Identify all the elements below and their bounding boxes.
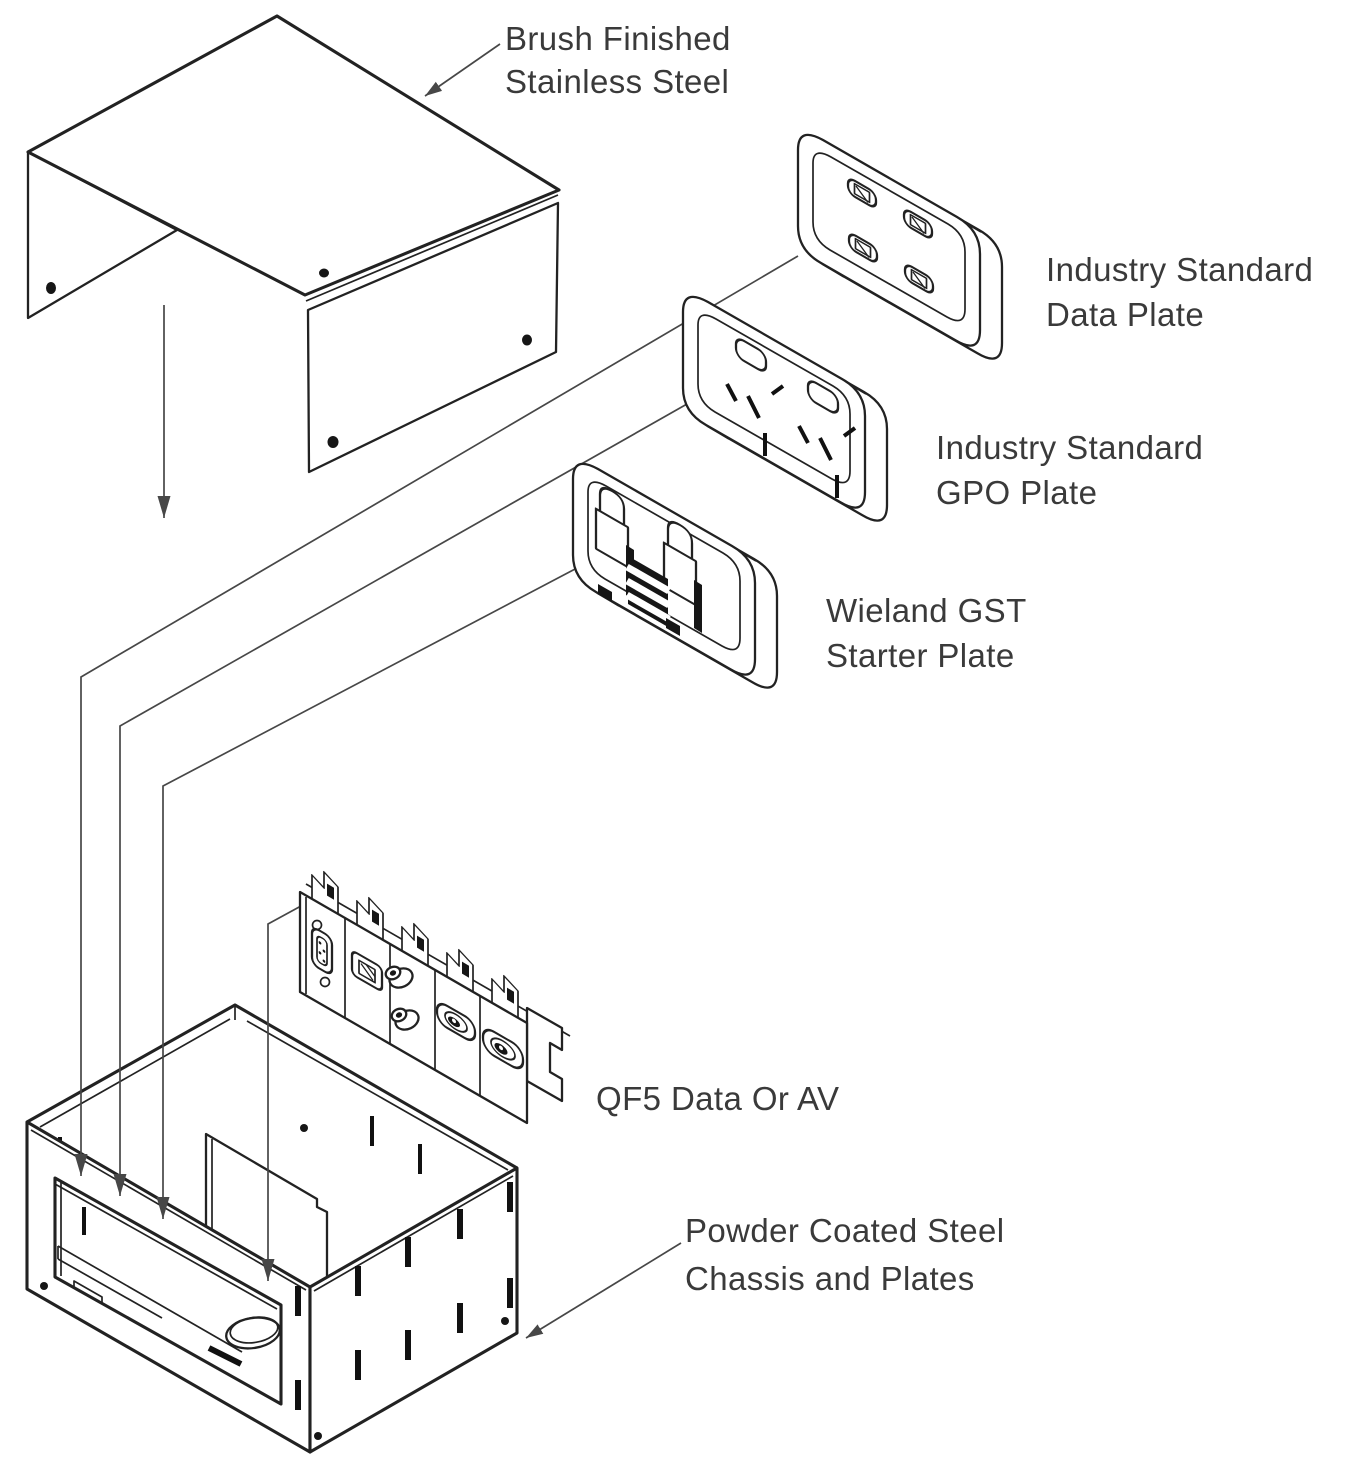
cover-screw-hole bbox=[327, 436, 339, 448]
data-plate-face bbox=[796, 133, 982, 347]
chassis-label: Chassis and Plates bbox=[685, 1260, 975, 1297]
projection-line-data-plate bbox=[74, 255, 799, 1176]
chassis-label-leader bbox=[525, 1242, 682, 1339]
cover-top-face bbox=[26, 14, 561, 297]
labels: Brush Finished Stainless Steel Industry … bbox=[424, 20, 1313, 1339]
chassis-screw-hole bbox=[314, 1432, 322, 1440]
qf5-bracket bbox=[525, 1006, 564, 1103]
projection-lines bbox=[74, 255, 799, 1281]
vga-connector bbox=[310, 919, 334, 988]
cover-screw-hole bbox=[522, 334, 532, 346]
cover-label: Stainless Steel bbox=[505, 63, 729, 100]
chassis-screw-hole bbox=[40, 1282, 48, 1290]
cover-label-leader bbox=[424, 43, 501, 97]
qf5-module bbox=[298, 870, 571, 1125]
qf5-label: QF5 Data Or AV bbox=[596, 1080, 839, 1117]
cover-screw-hole bbox=[46, 282, 56, 294]
data-plate-recess bbox=[812, 152, 966, 322]
stainless-steel-cover bbox=[26, 14, 561, 474]
rca-connector bbox=[384, 965, 414, 989]
starter-plate-label: Wieland GST bbox=[826, 592, 1027, 629]
chassis-front-right-wall bbox=[308, 1166, 519, 1454]
starter-plate-recess bbox=[587, 481, 741, 651]
gpo-plate bbox=[681, 295, 889, 522]
chassis-floor-edge bbox=[57, 1245, 243, 1353]
wieland-starter-plate bbox=[571, 462, 779, 689]
chassis-floor-edge bbox=[57, 1258, 163, 1319]
cover-fold-line bbox=[305, 194, 559, 302]
data-jack bbox=[902, 209, 934, 239]
rca-connector bbox=[390, 1007, 420, 1031]
chassis-back-rim-inner bbox=[246, 1020, 509, 1171]
gpo-plate-label: GPO Plate bbox=[936, 474, 1097, 511]
chassis-screw-hole bbox=[300, 1124, 308, 1132]
qf5-faceplate bbox=[298, 890, 529, 1125]
gst-connectors bbox=[594, 487, 702, 636]
chassis-label: Powder Coated Steel bbox=[685, 1212, 1004, 1249]
chassis-cable-hole-inner bbox=[229, 1316, 279, 1344]
data-jack bbox=[846, 178, 878, 208]
cover-label: Brush Finished bbox=[505, 20, 731, 57]
chassis-window-inner bbox=[54, 1183, 278, 1310]
gpo-plate-label: Industry Standard bbox=[936, 429, 1203, 466]
gpo-plate-recess bbox=[697, 314, 851, 484]
av-socket bbox=[435, 1002, 477, 1042]
cover-front-flap bbox=[306, 201, 560, 474]
chassis-rim-thickness bbox=[313, 1175, 514, 1292]
qf5-data-jack bbox=[350, 951, 384, 991]
data-plate-label: Industry Standard bbox=[1046, 251, 1313, 288]
starter-plate-label: Starter Plate bbox=[826, 637, 1015, 674]
steel-chassis bbox=[25, 1003, 519, 1454]
data-plate bbox=[796, 133, 1004, 360]
cover-screw-hole bbox=[319, 268, 329, 278]
av-socket bbox=[481, 1028, 525, 1070]
projection-line-qf5 bbox=[261, 905, 302, 1281]
projection-line-starter-plate bbox=[156, 567, 578, 1219]
gpo-plate-face bbox=[681, 295, 867, 509]
gpo-outlet bbox=[725, 338, 785, 456]
chassis-floor-slot bbox=[207, 1345, 243, 1367]
data-plate-label: Data Plate bbox=[1046, 296, 1204, 333]
chassis-back-rim-inner bbox=[39, 1018, 231, 1128]
gpo-outlet bbox=[797, 380, 857, 498]
data-jack bbox=[903, 264, 935, 294]
data-jack bbox=[847, 233, 879, 263]
projection-line-gpo-plate bbox=[113, 403, 688, 1196]
chassis-screw-hole bbox=[501, 1317, 509, 1325]
